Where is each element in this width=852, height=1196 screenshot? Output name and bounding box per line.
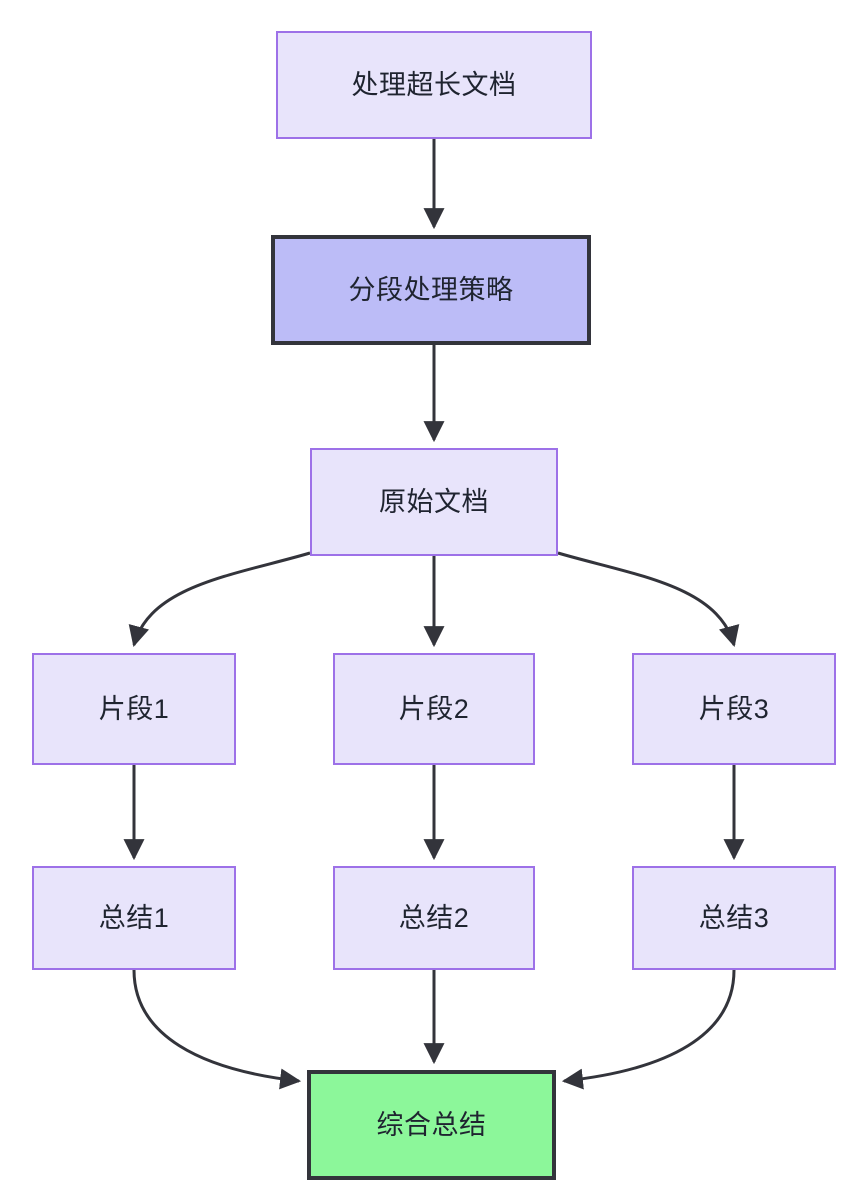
node-label: 分段处理策略 bbox=[348, 274, 514, 305]
node-summary-3[interactable]: 总结3 bbox=[632, 866, 836, 970]
node-label: 原始文档 bbox=[379, 486, 489, 517]
node-label: 片段1 bbox=[98, 693, 170, 724]
node-label: 综合总结 bbox=[376, 1109, 487, 1140]
node-label: 处理超长文档 bbox=[351, 69, 517, 100]
edge-summary3-to-final bbox=[561, 969, 736, 1090]
node-label: 片段2 bbox=[398, 693, 470, 724]
node-chunk-2[interactable]: 片段2 bbox=[333, 653, 535, 765]
node-chunk-3[interactable]: 片段3 bbox=[632, 653, 836, 765]
node-final-summary[interactable]: 综合总结 bbox=[307, 1070, 556, 1180]
edge-source-to-chunk3 bbox=[557, 551, 740, 648]
node-label: 总结1 bbox=[98, 902, 170, 933]
node-source-document[interactable]: 原始文档 bbox=[310, 448, 558, 556]
node-summary-1[interactable]: 总结1 bbox=[32, 866, 236, 970]
node-handle-long-document[interactable]: 处理超长文档 bbox=[276, 31, 592, 139]
edge-source-to-chunk1 bbox=[128, 551, 311, 648]
node-label: 总结2 bbox=[398, 902, 470, 933]
node-summary-2[interactable]: 总结2 bbox=[333, 866, 535, 970]
edge-summary1-to-final bbox=[132, 969, 302, 1090]
node-chunk-1[interactable]: 片段1 bbox=[32, 653, 236, 765]
node-label: 总结3 bbox=[698, 902, 770, 933]
node-label: 片段3 bbox=[698, 693, 770, 724]
node-chunking-strategy[interactable]: 分段处理策略 bbox=[271, 235, 591, 345]
